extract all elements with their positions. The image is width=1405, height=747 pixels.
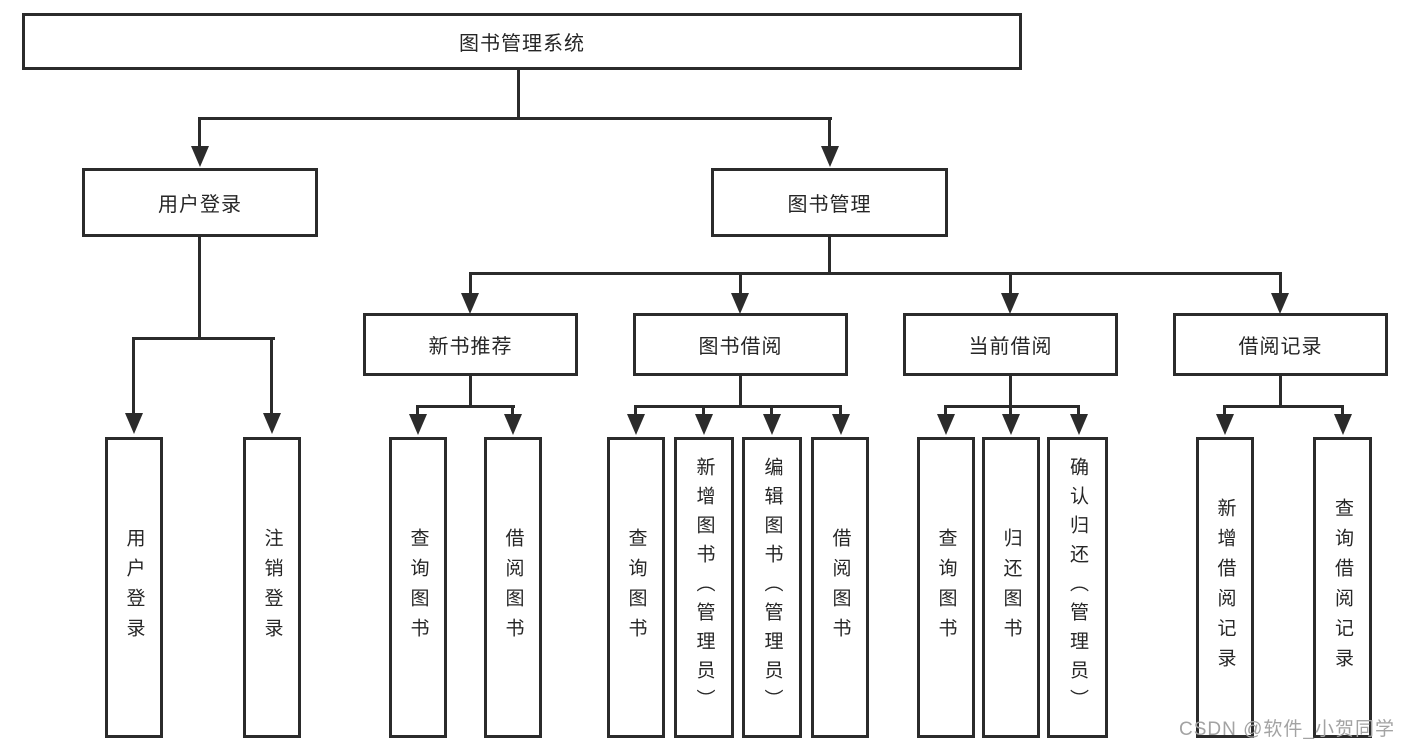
node-new-book-recommend: 新书推荐 [363, 313, 578, 376]
node-book-borrowing: 图书借阅 [633, 313, 848, 376]
connector-line [198, 119, 201, 148]
connector-line [828, 237, 831, 275]
connector-line [739, 374, 742, 407]
connector-line [634, 407, 637, 417]
node-borrowing-records: 借阅记录 [1173, 313, 1388, 376]
arrow-down-icon [504, 414, 522, 435]
arrow-down-icon [461, 293, 479, 314]
watermark: CSDN @软件_小贺同学 [1179, 719, 1395, 740]
connector-line [828, 119, 831, 148]
leaf-label: 借阅图书 [502, 527, 524, 648]
arrow-down-icon [695, 414, 713, 435]
arrow-down-icon [1271, 293, 1289, 314]
connector-line [132, 339, 135, 415]
connector-line [1223, 405, 1344, 408]
leaf-confirm-return-admin: 确认归还（管理员） [1047, 437, 1108, 738]
connector-line [1009, 274, 1012, 296]
leaf-borrow-books-borrowing: 借阅图书 [811, 437, 869, 738]
connector-line [198, 117, 832, 120]
arrow-down-icon [125, 413, 143, 434]
arrow-down-icon [763, 414, 781, 435]
arrow-down-icon [937, 414, 955, 435]
connector-line [469, 272, 1282, 275]
arrow-down-icon [1002, 414, 1020, 435]
leaf-user-login: 用户登录 [105, 437, 163, 738]
leaf-borrow-books-recommend: 借阅图书 [484, 437, 542, 738]
connector-line [416, 407, 419, 417]
connector-line [517, 68, 520, 119]
leaf-label: 归还图书 [1000, 527, 1022, 648]
leaf-label: 确认归还（管理员） [1067, 457, 1088, 718]
arrow-down-icon [1001, 293, 1019, 314]
leaf-label: 新增借阅记录 [1214, 497, 1236, 678]
connector-line [739, 274, 742, 296]
leaf-label: 查询图书 [407, 527, 429, 648]
connector-line [1077, 407, 1080, 417]
connector-line [511, 407, 514, 417]
arrow-down-icon [1070, 414, 1088, 435]
connector-line [416, 405, 515, 408]
arrow-down-icon [627, 414, 645, 435]
connector-line [944, 405, 1080, 408]
node-user-login: 用户登录 [82, 168, 318, 237]
leaf-label: 查询借阅记录 [1332, 497, 1353, 678]
arrow-down-icon [191, 146, 209, 167]
node-root: 图书管理系统 [22, 13, 1022, 70]
leaf-label: 查询图书 [625, 527, 647, 648]
node-book-management: 图书管理 [711, 168, 948, 237]
leaf-label: 用户登录 [123, 527, 145, 648]
connector-line [944, 407, 947, 417]
leaf-label: 注销登录 [261, 527, 283, 648]
leaf-query-books-borrowing: 查询图书 [607, 437, 665, 738]
arrow-down-icon [263, 413, 281, 434]
connector-line [702, 407, 705, 417]
arrow-down-icon [832, 414, 850, 435]
connector-line [132, 337, 275, 340]
leaf-label: 新增图书（管理员） [693, 457, 715, 718]
connector-line [198, 237, 201, 337]
connector-line [770, 407, 773, 417]
leaf-query-borrow-record: 查询借阅记录 [1313, 437, 1372, 738]
arrow-down-icon [821, 146, 839, 167]
leaf-return-books: 归还图书 [982, 437, 1040, 738]
leaf-logout: 注销登录 [243, 437, 301, 738]
connector-line [839, 407, 842, 417]
leaf-label: 借阅图书 [829, 527, 851, 648]
connector-line [1279, 374, 1282, 407]
arrow-down-icon [731, 293, 749, 314]
connector-line [1009, 374, 1012, 407]
connector-line [469, 374, 472, 407]
arrow-down-icon [1216, 414, 1234, 435]
arrow-down-icon [1334, 414, 1352, 435]
node-current-borrowing: 当前借阅 [903, 313, 1118, 376]
connector-line [469, 274, 472, 296]
connector-line [634, 405, 842, 408]
leaf-label: 编辑图书（管理员） [761, 457, 783, 718]
leaf-add-borrow-record: 新增借阅记录 [1196, 437, 1254, 738]
leaf-query-books-recommend: 查询图书 [389, 437, 447, 738]
connector-line [1223, 407, 1226, 417]
connector-line [1279, 274, 1282, 296]
leaf-add-book-admin: 新增图书（管理员） [674, 437, 734, 738]
connector-line [270, 339, 273, 415]
leaf-label: 查询图书 [935, 527, 957, 648]
connector-line [1341, 407, 1344, 417]
connector-line [1009, 407, 1012, 417]
leaf-edit-book-admin: 编辑图书（管理员） [742, 437, 802, 738]
leaf-query-books-current: 查询图书 [917, 437, 975, 738]
arrow-down-icon [409, 414, 427, 435]
